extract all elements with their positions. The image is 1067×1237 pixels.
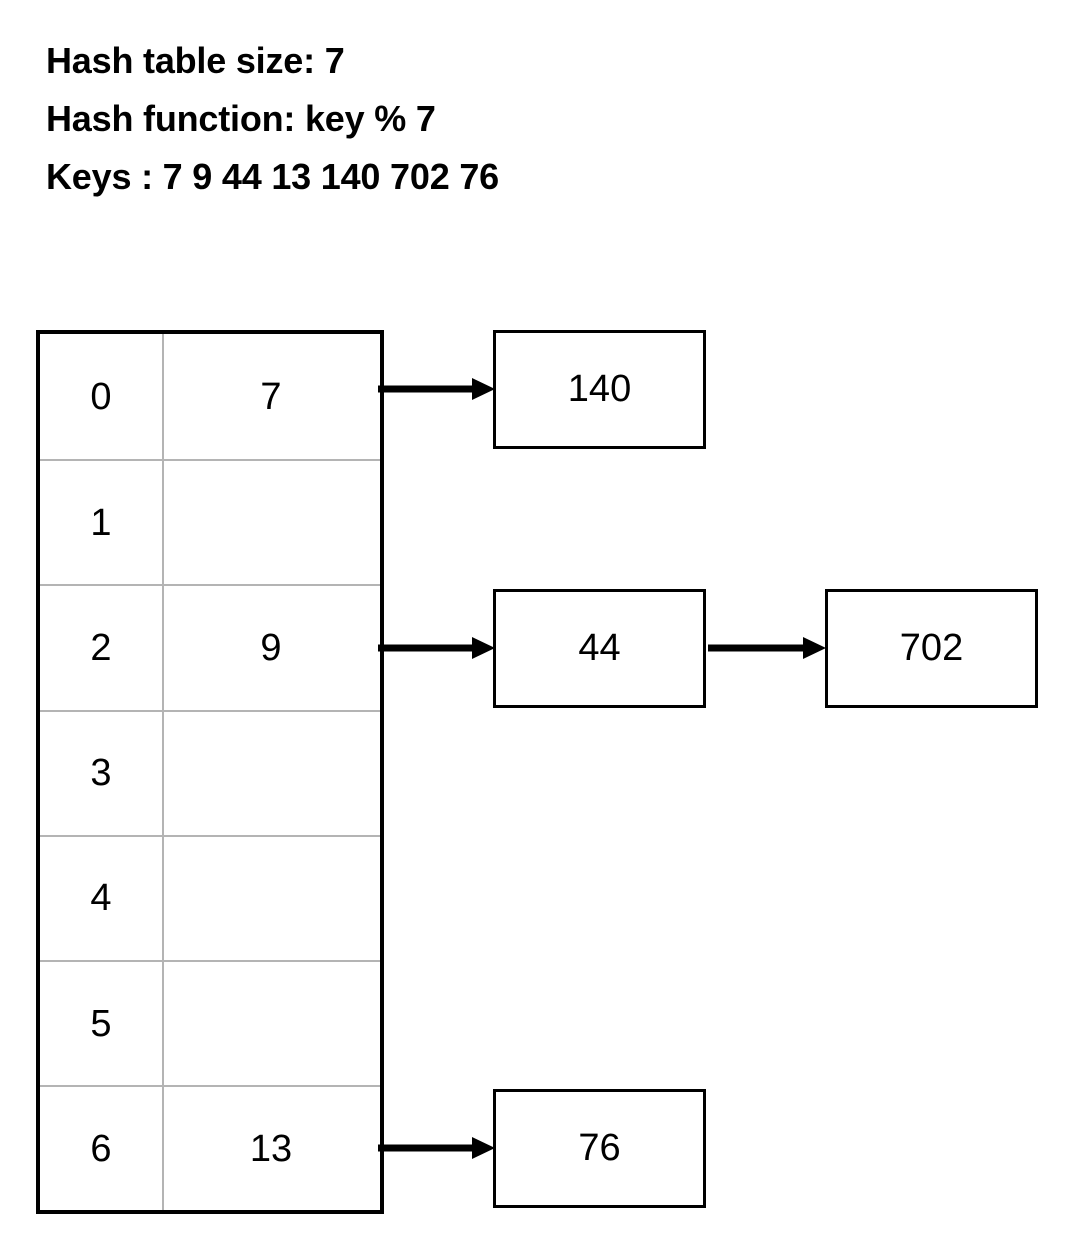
bucket-index: 4 — [90, 877, 112, 920]
chain-node-44[interactable]: 44 — [493, 589, 706, 708]
chain-node-76[interactable]: 76 — [493, 1089, 706, 1208]
bucket-index: 1 — [90, 501, 112, 544]
header-block: Hash table size: 7 Hash function: key % … — [46, 32, 946, 206]
header-line-hash-function: Hash function: key % 7 — [46, 98, 436, 139]
bucket-value: 13 — [249, 1127, 293, 1170]
chain-node-702[interactable]: 702 — [825, 589, 1038, 708]
table-row[interactable]: 3 — [40, 709, 380, 835]
chain-arrow-node-44-to-702 — [708, 636, 827, 660]
chain-arrow-bucket-6 — [378, 1136, 496, 1160]
bucket-value: 7 — [260, 375, 282, 418]
table-row[interactable]: 4 — [40, 834, 380, 960]
table-row[interactable]: 0 7 — [40, 334, 380, 459]
bucket-index: 2 — [90, 626, 112, 669]
table-row[interactable]: 6 13 — [40, 1085, 380, 1210]
table-row[interactable]: 2 9 — [40, 584, 380, 709]
header-line-keys: Keys : 7 9 44 13 140 702 76 — [46, 156, 499, 197]
chain-arrow-bucket-0 — [378, 377, 496, 401]
chain-node-140[interactable]: 140 — [493, 330, 706, 449]
bucket-value: 9 — [260, 626, 282, 669]
bucket-index: 3 — [90, 752, 112, 795]
table-column-divider — [162, 334, 164, 1210]
bucket-index: 5 — [90, 1002, 112, 1045]
table-row[interactable]: 1 — [40, 459, 380, 584]
bucket-index: 6 — [90, 1127, 112, 1170]
chain-arrow-bucket-2 — [378, 636, 496, 660]
bucket-index: 0 — [90, 375, 112, 418]
hash-table: 0 7 1 2 9 3 4 5 6 13 — [36, 330, 384, 1214]
table-row[interactable]: 5 — [40, 959, 380, 1085]
header-line-table-size: Hash table size: 7 — [46, 40, 345, 81]
